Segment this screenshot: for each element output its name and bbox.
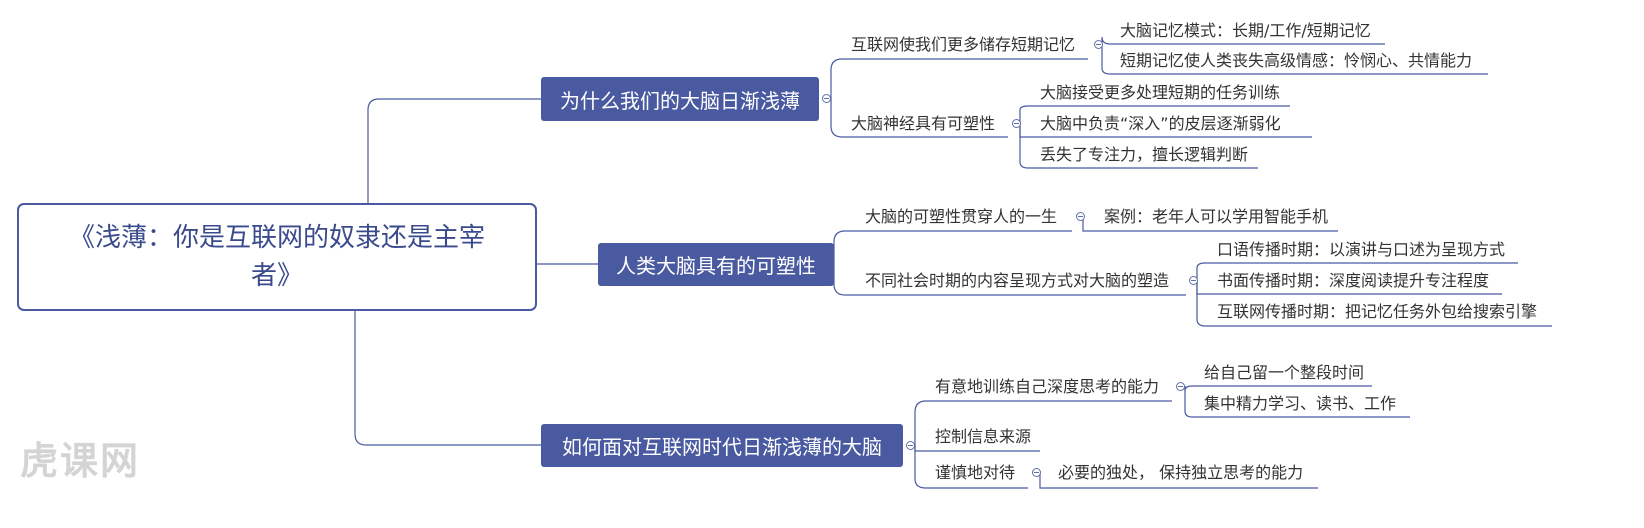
- connector-line: [1101, 44, 1488, 75]
- topic-deep-thinking-training[interactable]: 有意地训练自己深度思考的能力: [935, 377, 1160, 396]
- subtopic-focus-work[interactable]: 集中精力学习、读书、工作: [1204, 394, 1397, 413]
- collapse-toggle-icon[interactable]: [1189, 276, 1198, 285]
- subtopic-internet-era[interactable]: 互联网传播时期：把记忆任务外包给搜索引擎: [1217, 302, 1538, 321]
- connector-line: [833, 264, 1186, 296]
- collapse-toggle-icon[interactable]: [1094, 40, 1103, 49]
- subtopic-oral-era[interactable]: 口语传播时期：以演讲与口述为呈现方式: [1217, 240, 1506, 259]
- topic-control-sources[interactable]: 控制信息来源: [935, 427, 1032, 446]
- connector-line: [1184, 386, 1410, 418]
- collapse-toggle-icon[interactable]: [822, 94, 831, 103]
- topic-neuroplasticity[interactable]: 大脑神经具有可塑性: [851, 114, 996, 133]
- branch-why-brain-shallow[interactable]: 为什么我们的大脑日渐浅薄: [541, 77, 819, 121]
- collapse-toggle-icon[interactable]: [1076, 212, 1085, 221]
- branch-label: 如何面对互联网时代日渐浅薄的大脑: [562, 435, 882, 459]
- connector-line: [354, 311, 541, 446]
- connector-line: [1019, 123, 1258, 169]
- watermark-logo: 虎课网: [20, 439, 141, 483]
- collapse-toggle-icon[interactable]: [906, 441, 915, 450]
- connector-line: [1101, 36, 1385, 45]
- subtopic-memory-modes[interactable]: 大脑记忆模式：长期/工作/短期记忆: [1120, 21, 1371, 40]
- subtopic-cortex-weaken[interactable]: 大脑中负责“深入”的皮层逐渐弱化: [1040, 114, 1281, 133]
- collapse-toggle-icon[interactable]: [1032, 468, 1041, 477]
- subtopic-elderly-case[interactable]: 案例：老年人可以学用智能手机: [1104, 207, 1329, 226]
- connector-line: [1082, 216, 1338, 232]
- branch-label: 为什么我们的大脑日渐浅薄: [560, 88, 800, 113]
- connector-line: [367, 98, 541, 203]
- connector-line: [1196, 280, 1552, 327]
- connector-line: [914, 445, 1028, 489]
- connector-line: [830, 58, 1088, 99]
- connector-line: [830, 99, 1008, 138]
- subtopic-written-era[interactable]: 书面传播时期：深度阅读提升专注程度: [1217, 271, 1490, 290]
- connector-line: [1184, 385, 1372, 392]
- connector-line: [1039, 472, 1318, 489]
- connector-line: [1019, 105, 1290, 123]
- topic-handle-carefully[interactable]: 谨慎地对待: [935, 463, 1016, 482]
- root-title: 《浅薄：你是互联网的奴隶还是主宰者》: [68, 223, 485, 291]
- subtopic-solitude[interactable]: 必要的独处， 保持独立思考的能力: [1058, 463, 1304, 482]
- branch-how-to-face[interactable]: 如何面对互联网时代日渐浅薄的大脑: [541, 424, 903, 467]
- collapse-toggle-icon[interactable]: [1012, 119, 1021, 128]
- connector-line: [1196, 262, 1518, 280]
- root-topic[interactable]: 《浅薄：你是互联网的奴隶还是主宰者》: [17, 203, 537, 311]
- branch-brain-plasticity[interactable]: 人类大脑具有的可塑性: [598, 243, 834, 286]
- branch-label: 人类大脑具有的可塑性: [616, 254, 816, 278]
- subtopic-lose-emotions[interactable]: 短期记忆使人类丧失高级情感：怜悯心、共情能力: [1120, 51, 1473, 70]
- connector-line: [914, 400, 1172, 445]
- connector-line: [833, 230, 1072, 264]
- topic-lifelong-plasticity[interactable]: 大脑的可塑性贯穿人的一生: [865, 207, 1058, 226]
- subtopic-short-tasks[interactable]: 大脑接受更多处理短期的任务训练: [1040, 83, 1281, 102]
- topic-content-shapes-brain[interactable]: 不同社会时期的内容呈现方式对大脑的塑造: [865, 271, 1170, 290]
- collapse-toggle-icon[interactable]: [1176, 382, 1185, 391]
- topic-short-term-memory[interactable]: 互联网使我们更多储存短期记忆: [851, 35, 1076, 54]
- subtopic-lose-focus[interactable]: 丢失了专注力，擅长逻辑判断: [1040, 145, 1249, 164]
- subtopic-block-time[interactable]: 给自己留一个整段时间: [1204, 363, 1365, 382]
